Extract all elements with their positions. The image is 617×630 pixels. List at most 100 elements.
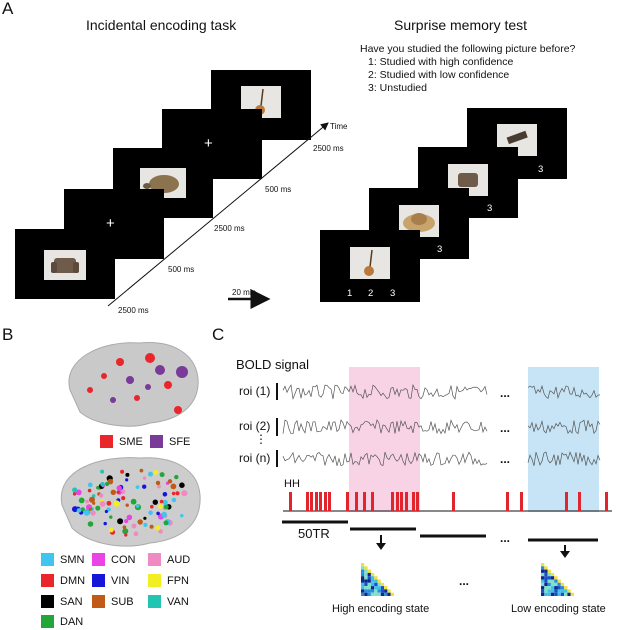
hh-label: HH (284, 478, 300, 490)
matrix-cell (367, 569, 371, 573)
network-node (100, 469, 105, 474)
network-node (143, 516, 147, 520)
network-node (95, 505, 101, 511)
legend-van: VAN (148, 595, 189, 608)
matrix-cell (380, 589, 385, 593)
matrix-cell (554, 576, 558, 580)
duration-label: 2500 ms (214, 224, 245, 233)
encoding-event-marker (289, 492, 292, 511)
san-label: SAN (60, 595, 83, 608)
low-encoding-band (528, 367, 599, 512)
matrix-cell (364, 569, 368, 573)
matrix-cell (364, 572, 368, 577)
network-node (105, 481, 110, 487)
response-digit: 3 (437, 244, 443, 255)
matrix-cell (547, 576, 551, 580)
network-node (110, 489, 117, 495)
network-node (121, 496, 126, 501)
network-node (171, 497, 177, 503)
network-node (89, 496, 95, 503)
matrix-cell (377, 579, 381, 583)
aud-label: AUD (167, 553, 191, 566)
encoding-event-marker (315, 492, 318, 511)
matrix-cell (550, 572, 555, 577)
low-state-label: Low encoding state (511, 603, 606, 615)
matrix-cell (544, 582, 548, 587)
matrix-cell (367, 589, 371, 593)
network-node (87, 488, 92, 493)
network-node (171, 491, 176, 496)
bold-trace (527, 419, 601, 435)
network-node (72, 506, 78, 513)
memory-question: Have you studied the following picture b… (360, 43, 576, 55)
matrix-cell (541, 582, 545, 587)
matrix-cell (560, 586, 565, 590)
matrix-cell (374, 579, 378, 583)
dmn-swatch (41, 574, 54, 587)
matrix-cell (364, 582, 368, 587)
response-digit: 1 (347, 288, 353, 299)
matrix-cell (384, 592, 388, 596)
matrix-cell (370, 589, 375, 593)
network-node (91, 494, 96, 498)
roi-2-label: roi (2) (239, 419, 271, 433)
network-node (152, 499, 158, 505)
network-node (150, 504, 154, 509)
sub-swatch (92, 595, 105, 608)
matrix-cell (547, 592, 551, 596)
encoding-event-marker (346, 492, 349, 511)
legend-san: SAN (41, 595, 83, 608)
network-node (167, 479, 173, 484)
duration-label: 2500 ms (118, 306, 149, 315)
encoding-event-marker (405, 492, 408, 511)
network-node (72, 492, 77, 496)
matrix-cell (550, 586, 555, 590)
matrix-cell (570, 592, 574, 596)
network-node (124, 533, 128, 537)
connectivity-matrix-low (541, 563, 574, 596)
response-digit: 3 (390, 288, 396, 299)
matrix-cell (380, 582, 385, 587)
legend-vin: VIN (92, 574, 129, 587)
matrix-cell (554, 592, 558, 596)
bold-trace (282, 383, 488, 401)
network-node (125, 472, 130, 477)
matrix-cell (364, 589, 368, 593)
matrix-cell (541, 572, 545, 577)
guitar-image (350, 247, 390, 279)
network-node (109, 515, 113, 519)
matrix-cell (361, 592, 365, 596)
encoding-event-marker (355, 492, 358, 511)
network-node (148, 510, 153, 516)
matrix-cell (547, 582, 551, 587)
down-arrow-high (376, 535, 386, 550)
matrix-cell (557, 592, 561, 596)
matrix-cell (370, 579, 375, 583)
matrix-cell (547, 569, 551, 573)
network-node (87, 521, 94, 527)
network-node (130, 498, 137, 505)
matrix-cell (567, 592, 571, 596)
legend-aud: AUD (148, 553, 190, 566)
matrix-cell (541, 576, 545, 580)
network-node (106, 500, 112, 506)
matrix-cell (541, 579, 545, 583)
network-node (159, 499, 164, 504)
down-arrow-low (560, 545, 570, 558)
network-node (125, 478, 129, 482)
network-node (148, 471, 153, 477)
network-node (179, 482, 185, 489)
matrix-cell (370, 586, 375, 590)
roi-1-label: roi (1) (239, 384, 271, 398)
matrix-cell (554, 579, 558, 583)
matrix-cell (544, 569, 548, 573)
network-node (142, 476, 147, 480)
network-node (76, 508, 82, 513)
sub-label: SUB (111, 595, 134, 608)
matrix-cell (544, 589, 548, 593)
smn-label: SMN (60, 553, 85, 566)
matrix-cell (564, 589, 568, 593)
legend-smn: SMN (41, 553, 84, 566)
legend-con: CON (92, 553, 135, 566)
encoding-task-title: Incidental encoding task (86, 17, 237, 33)
